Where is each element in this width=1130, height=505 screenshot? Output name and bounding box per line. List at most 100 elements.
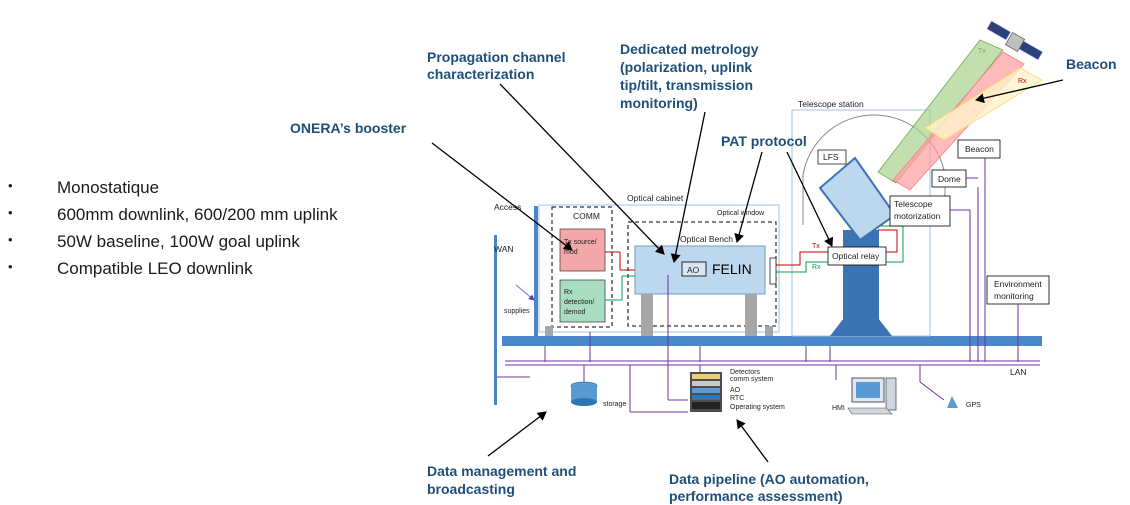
rx-detection-label: Rx xyxy=(564,289,573,296)
beacon-box xyxy=(957,139,1001,159)
relay-tx-label: Tx xyxy=(812,243,820,250)
access-bar xyxy=(534,206,538,336)
comm-box xyxy=(551,206,613,328)
hmi-tower-icon xyxy=(885,377,897,411)
annotation-data-management-2: broadcasting xyxy=(427,481,515,497)
rack-slot-4 xyxy=(692,395,720,400)
arrow-pat-bench xyxy=(734,151,763,243)
bullet-dot-icon: • xyxy=(8,232,13,247)
comm-label: COMM xyxy=(573,211,600,221)
bullet-text: Monostatique xyxy=(57,178,160,197)
sat-tx-label: Tx xyxy=(978,48,986,55)
arrow-booster xyxy=(431,142,573,251)
telescope-base xyxy=(830,318,892,336)
annotation-booster: ONERA’s booster xyxy=(290,120,407,136)
relay-rx-path xyxy=(776,261,828,273)
wan-bar xyxy=(494,235,497,405)
telescope-motorization-label-2: motorization xyxy=(894,211,941,221)
arrow-beacon xyxy=(975,79,1064,104)
bullet-text: Compatible LEO downlink xyxy=(57,259,253,278)
arrow-data-pipeline xyxy=(736,419,769,463)
environment-monitoring-box xyxy=(986,275,1050,305)
station-floor xyxy=(502,336,1042,346)
rack-slot-3 xyxy=(692,388,720,393)
bullet-item: • Monostatique xyxy=(0,178,420,205)
telescope-pillar xyxy=(843,230,879,320)
optical-window xyxy=(769,257,777,285)
wan-label: WAN xyxy=(494,244,514,254)
access-label: Access xyxy=(494,202,521,212)
annotation-propagation: Propagation channel xyxy=(427,49,565,65)
annotation-data-management: Data management and xyxy=(427,463,576,479)
environment-monitoring-label: Environment xyxy=(994,279,1042,289)
bullet-text: 50W baseline, 100W goal uplink xyxy=(57,232,300,251)
annotation-data-pipeline: Data pipeline (AO automation, xyxy=(669,471,869,487)
annotation-metrology-2: (polarization, uplink xyxy=(620,59,752,75)
ao-label: AO xyxy=(687,265,700,275)
storage-icon-bottom xyxy=(571,398,597,406)
optical-cabinet xyxy=(538,204,780,333)
sat-rx-label: Rx xyxy=(1018,78,1027,85)
ao-box xyxy=(681,261,707,277)
bullet-dot-icon: • xyxy=(8,178,13,193)
tx-source-label: Tx source/ xyxy=(564,239,597,246)
rack-slot-5 xyxy=(692,402,720,409)
optical-bench-label: Optical Bench xyxy=(680,234,733,244)
telescope-motorization-box xyxy=(889,195,951,227)
optical-relay-box xyxy=(827,246,887,266)
arrow-metrology xyxy=(670,111,706,263)
beacon-box-label: Beacon xyxy=(965,144,994,154)
hmi-label: HMI xyxy=(832,405,845,412)
bullet-item: • 50W baseline, 100W goal uplink xyxy=(0,232,420,259)
storage-label: storage xyxy=(603,401,626,408)
relay-rx-label: Rx xyxy=(812,264,821,271)
hmi-screen xyxy=(856,382,880,398)
rx-detection-box xyxy=(559,279,606,323)
beam-beacon xyxy=(924,67,1043,141)
bullet-dot-icon: • xyxy=(8,259,13,274)
beam-tx xyxy=(877,39,1004,184)
supplies-arrow xyxy=(515,284,535,301)
rack-label-detectors: Detectors xyxy=(730,369,760,376)
felin-label: FELIN xyxy=(712,261,752,277)
cabinet-foot-right xyxy=(765,326,773,336)
optical-relay-label: Optical relay xyxy=(832,251,880,261)
bullet-item: • Compatible LEO downlink xyxy=(0,259,420,286)
annotation-data-pipeline-2: performance assessment) xyxy=(669,488,843,504)
dome-box-label: Dome xyxy=(938,174,961,184)
arrow-pat-relay xyxy=(786,151,834,247)
annotation-pat: PAT protocol xyxy=(721,133,807,149)
gps-icon xyxy=(947,396,958,408)
annotation-propagation-2: characterization xyxy=(427,66,534,82)
storage-icon xyxy=(571,386,597,402)
relay-tx-path xyxy=(776,251,828,266)
annotation-beacon: Beacon xyxy=(1066,56,1117,72)
bench-leg-left xyxy=(641,294,653,336)
arrow-data-management xyxy=(487,411,547,457)
supplies-label: supplies xyxy=(504,308,530,315)
annotation-metrology: Dedicated metrology xyxy=(620,41,759,57)
optical-cabinet-label: Optical cabinet xyxy=(627,193,684,203)
rx-detection-label-3: demod xyxy=(564,309,586,316)
feature-bullet-list: •Monostatique •600mm downlink, 600/200 m… xyxy=(0,178,420,286)
satellite-icon xyxy=(986,20,1043,61)
arrow-propagation xyxy=(499,83,665,255)
bullet-item: •600mm downlink, 600/200 mm uplink xyxy=(0,205,420,232)
annotation-arrows xyxy=(431,79,1064,463)
control-links xyxy=(544,158,1019,413)
lan-label: LAN xyxy=(1010,367,1027,377)
rack-label-rtc: RTC xyxy=(730,395,744,402)
gps-label: GPS xyxy=(966,402,981,409)
annotation-metrology-4: monitoring) xyxy=(620,95,698,111)
tx-source-label-2: mod xyxy=(564,249,578,256)
bench-leg-right xyxy=(745,294,757,336)
bullet-text: 600mm downlink, 600/200 mm uplink xyxy=(57,205,338,224)
rack-slot-2 xyxy=(692,381,720,386)
rx-detection-label-2: detection/ xyxy=(564,299,594,306)
annotation-metrology-3: tip/tilt, transmission xyxy=(620,77,753,93)
rack-label-comm: comm system xyxy=(730,376,773,383)
rack-slot xyxy=(692,374,720,379)
telescope-motorization-label: Telescope xyxy=(894,199,933,209)
environment-monitoring-label-2: monitoring xyxy=(994,291,1034,301)
